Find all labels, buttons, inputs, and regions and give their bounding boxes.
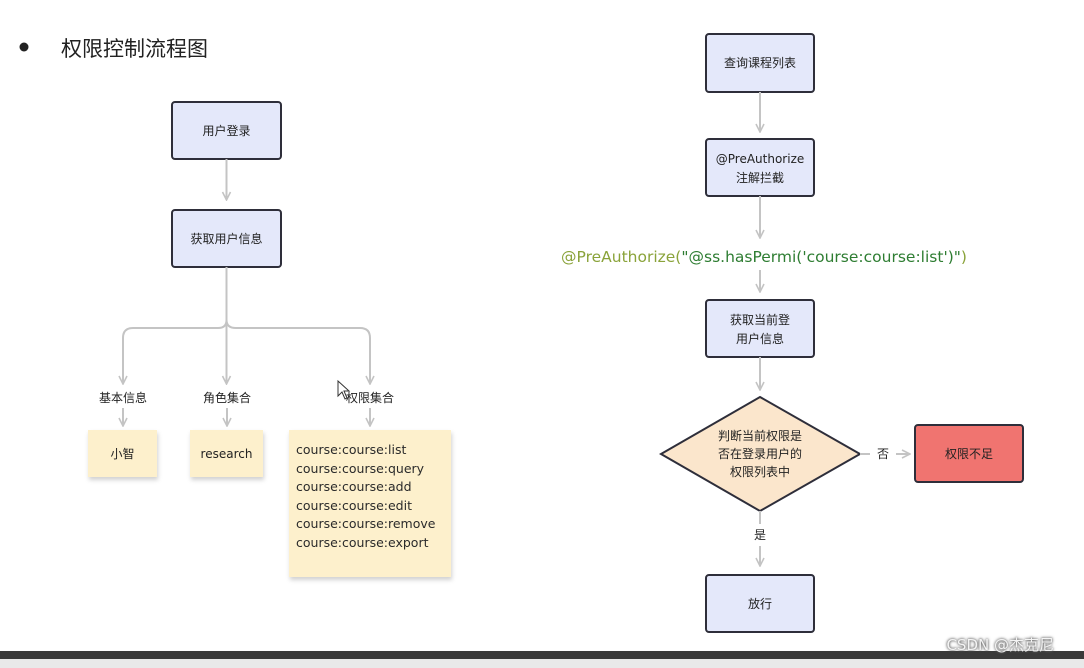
node-preauthorize-line1: @PreAuthorize	[716, 152, 805, 166]
node-get-user-info: 获取用户信息	[171, 209, 282, 268]
annotation-code: @PreAuthorize("@ss.hasPermi('course:cour…	[561, 248, 967, 266]
annotation-suffix: )	[961, 248, 967, 266]
category-roles: 角色集合	[203, 390, 251, 405]
note-role: research	[190, 430, 263, 477]
label-yes: 是	[754, 528, 766, 542]
decision-line2: 否在登录用户的	[718, 446, 802, 461]
decision-line1: 判断当前权限是	[718, 428, 802, 443]
annotation-prefix: @PreAuthorize(	[561, 248, 681, 266]
annotation-string: "@ss.hasPermi('course:course:list')"	[681, 248, 961, 266]
node-query-course-list-label: 查询课程列表	[724, 55, 796, 70]
node-permission-decision: 判断当前权限是 否在登录用户的 权限列表中	[658, 395, 863, 513]
note-permissions: course:course:list course:course:query c…	[289, 430, 451, 577]
node-get-current-user-line2: 用户信息	[736, 331, 784, 346]
node-user-login-label: 用户登录	[202, 123, 250, 138]
connector-branch-right	[225, 319, 371, 384]
note-role-value: research	[201, 447, 253, 461]
permission-item: course:course:query	[296, 461, 425, 476]
permission-item: course:course:remove	[296, 516, 436, 531]
node-insufficient-permission: 权限不足	[914, 424, 1024, 483]
permission-item: course:course:list	[296, 442, 406, 457]
bottom-bar	[0, 651, 1084, 659]
permission-item: course:course:add	[296, 479, 412, 494]
permission-item: course:course:export	[296, 535, 429, 550]
node-user-login: 用户登录	[171, 101, 282, 160]
mouse-cursor-icon	[337, 379, 351, 400]
node-insufficient-permission-label: 权限不足	[945, 447, 993, 461]
connector-branch-left	[123, 319, 228, 384]
page-title: 权限控制流程图	[61, 37, 208, 61]
node-allow: 放行	[705, 574, 815, 633]
node-get-current-user: 获取当前登 用户信息	[705, 299, 815, 358]
bullet-icon	[19, 42, 29, 52]
node-allow-label: 放行	[748, 596, 772, 611]
decision-line3: 权限列表中	[730, 464, 790, 479]
label-no: 否	[877, 447, 889, 461]
bottom-strip	[0, 659, 1084, 668]
permission-item: course:course:edit	[296, 498, 412, 513]
note-basic-info-value: 小智	[110, 446, 134, 461]
category-basic-info: 基本信息	[99, 390, 147, 405]
note-basic-info: 小智	[88, 430, 157, 477]
csdn-watermark: CSDN @杰克尼	[946, 636, 1054, 654]
node-query-course-list: 查询课程列表	[705, 33, 815, 93]
node-preauthorize-line2: 注解拦截	[736, 170, 784, 185]
node-get-current-user-line1: 获取当前登	[730, 312, 790, 327]
node-get-user-info-label: 获取用户信息	[190, 231, 262, 246]
node-preauthorize: @PreAuthorize 注解拦截	[705, 138, 815, 197]
category-permissions: 权限集合	[346, 390, 394, 405]
